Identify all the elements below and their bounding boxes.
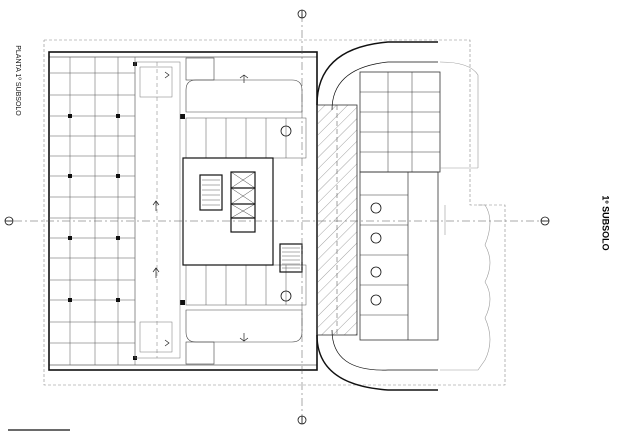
hatched-ramp	[316, 104, 358, 336]
site-contour-right	[439, 61, 491, 371]
aisle-left	[134, 61, 181, 359]
ramp-bays-top	[185, 57, 303, 365]
traffic-arrows	[152, 71, 249, 347]
drawing-title-left: PLANTA 1º SUBSOLO	[13, 45, 21, 116]
stair-treads	[202, 179, 300, 269]
axis-lines	[14, 14, 545, 420]
curved-ramps	[316, 41, 438, 391]
axis-markers	[4, 9, 550, 425]
columns	[68, 62, 185, 360]
core-parking	[185, 117, 307, 306]
drawing-title-right: 1º SUBSOLO	[600, 195, 611, 251]
core-shaft	[182, 157, 303, 273]
circle-symbols	[280, 125, 382, 306]
property-boundary	[43, 39, 506, 386]
parking-bays-right	[359, 71, 441, 341]
parking-bays-left	[49, 57, 136, 365]
